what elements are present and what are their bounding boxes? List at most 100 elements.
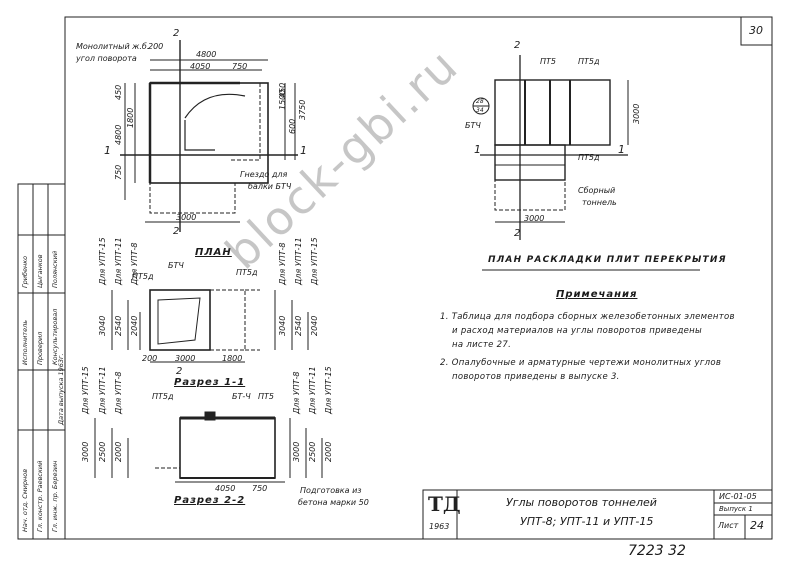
side-stamp (17, 183, 66, 540)
dim-left-1: 4800 (114, 124, 123, 145)
tr-label-bt4: БТЧ (465, 121, 481, 130)
side-stamp-row-1: Нач. отд. Смирнов (21, 468, 29, 532)
section1-label-pt5: ПТ5 (258, 392, 274, 401)
dim-right-c: 450 (278, 82, 287, 98)
tr-label-tunnel: тоннель (582, 198, 617, 207)
section-right-marker: 1 (300, 144, 307, 157)
page-number-box (740, 16, 773, 46)
section2-label-concrete: бетона марки 50 (298, 498, 369, 507)
section1-dim-left-1: 3000 (81, 441, 90, 462)
label-beam: балки БТЧ (248, 182, 292, 191)
section1-label-bt4: БТ-Ч (232, 392, 251, 401)
notes-line-5: поворотов приведены в выпуске 3. (452, 372, 620, 382)
tr-dim-right: 3000 (632, 103, 641, 124)
notes-line-3: на листе 27. (452, 340, 512, 350)
dim-bottom: 3000 (176, 213, 197, 222)
section1-dim-right-2: 2500 (308, 441, 317, 462)
stamp-code: ИС-01-05 (719, 492, 757, 501)
dim-left-4: 750 (114, 164, 123, 180)
section1-dim-b: 750 (252, 484, 268, 493)
section1-col-left-3: Для УПТ-8 (114, 371, 123, 414)
section1-label-pt5d: ПТ5д (152, 392, 174, 401)
plan-section-label: 2 (176, 366, 183, 377)
section1-dim-right-1: 3000 (292, 441, 301, 462)
stamp-issue: Выпуск 1 (719, 505, 753, 513)
tr-section-bottom: 2 (514, 228, 521, 239)
section1-dim-right-3: 2000 (324, 441, 333, 462)
plan-dim-right-3: 2040 (310, 315, 319, 336)
side-stamp-col-d: Цыганков (36, 254, 44, 288)
section1-col-right-2: Для УПТ-11 (308, 366, 317, 414)
plan-dim-left-3: 2040 (130, 315, 139, 336)
dim-left-2: 1800 (126, 107, 135, 128)
plan-dim-left-2: 2540 (114, 315, 123, 336)
plan-dim-c: 1800 (222, 354, 243, 363)
side-stamp-col-b: Грибенко (21, 255, 29, 288)
plan-label-bt4: БТЧ (168, 261, 184, 270)
side-stamp-col-c: Проверил (36, 331, 44, 365)
side-stamp-col-f: Полянский (51, 250, 59, 288)
section1-col-right-3: Для УПТ-15 (324, 366, 333, 414)
stamp-sheet-number: 24 (750, 519, 764, 532)
tr-dim-bottom: 3000 (524, 214, 545, 223)
section1-col-right-1: Для УПТ-8 (292, 371, 301, 414)
section2-label-prep: Подготовка из (300, 486, 362, 495)
stamp-logo: ТД (428, 492, 461, 516)
section-left-marker: 1 (104, 144, 111, 157)
tr-circle-top: 28 (476, 98, 484, 105)
tr-section-right: 1 (618, 143, 625, 156)
notes-title: Примечания (556, 289, 638, 300)
plan-dim-a: 200 (142, 354, 158, 363)
plan-label-pt5d-right: ПТ5д (236, 268, 258, 277)
tr-section-top: 2 (514, 40, 521, 51)
dim-top-b: 750 (232, 62, 248, 71)
section1-dim-left-2: 2500 (98, 441, 107, 462)
plan-col-left-3: Для УПТ-8 (130, 242, 139, 285)
dim-top-a: 4050 (190, 62, 211, 71)
stamp-sheet-label: Лист (718, 521, 739, 530)
plan-title: ПЛАН (195, 247, 232, 258)
page-number: 30 (749, 24, 763, 37)
plan-dim-right-1: 3040 (278, 315, 287, 336)
plan-label-pt5d-left: ПТ5д (132, 272, 154, 281)
tr-label-pt5d-bottom: ПТ5д (578, 153, 600, 162)
stamp-title-line-1: Углы поворотов тоннелей (506, 496, 657, 509)
stamp-title-line-2: УПТ-8; УПТ-11 и УПТ-15 (520, 515, 654, 528)
plan-dim-b: 3000 (175, 354, 196, 363)
label-corner: угол поворота (76, 54, 137, 63)
notes-line-1: 1. Таблица для подбора сборных железобет… (440, 312, 735, 322)
tr-section-left: 1 (474, 143, 481, 156)
notes-line-2: и расход материалов на углы поворотов пр… (452, 326, 703, 336)
label-nest: Гнездо для (240, 170, 288, 179)
notes-line-4: 2. Опалубочные и арматурные чертежи моно… (440, 358, 722, 368)
dim-left-3: 450 (114, 84, 123, 100)
section-top-marker: 2 (173, 28, 180, 39)
section1-dim-a: 4050 (215, 484, 236, 493)
plan-dim-left-1: 3040 (98, 315, 107, 336)
stamp-year: 1963 (429, 522, 450, 531)
plan-col-left-2: Для УПТ-11 (114, 237, 123, 285)
tr-label-pt5d-top: ПТ5д (578, 57, 600, 66)
dim-right-d: 600 (288, 118, 297, 134)
plan-col-right-3: Для УПТ-15 (310, 237, 319, 285)
side-stamp-row-3: Гл. инж. пр. Березин (51, 460, 59, 532)
plan-dim-right-2: 2540 (294, 315, 303, 336)
section2-title: Разрез 2-2 (174, 495, 246, 506)
plan-col-right-2: Для УПТ-11 (294, 237, 303, 285)
side-stamp-col-e: Консультировал (51, 308, 59, 365)
bottom-number: 7223 32 (628, 543, 686, 559)
section1-col-left-2: Для УПТ-11 (98, 366, 107, 414)
layout-title: План раскладки плит перекрытия (488, 255, 727, 265)
dim-top-total: 4800 (196, 50, 217, 59)
section1-title: Разрез 1-1 (174, 377, 246, 388)
tr-label-prefab: Сборный (578, 186, 616, 195)
side-stamp-row-2: Гл. констр. Раевский (36, 460, 44, 532)
tr-circle-bottom: 34 (476, 107, 484, 114)
dim-right-b: 3750 (298, 99, 307, 120)
tr-label-pt5: ПТ5 (540, 57, 556, 66)
section1-dim-left-3: 2000 (114, 441, 123, 462)
section-bottom-marker: 2 (173, 226, 180, 237)
side-stamp-col-a: Исполнитель (21, 319, 29, 365)
